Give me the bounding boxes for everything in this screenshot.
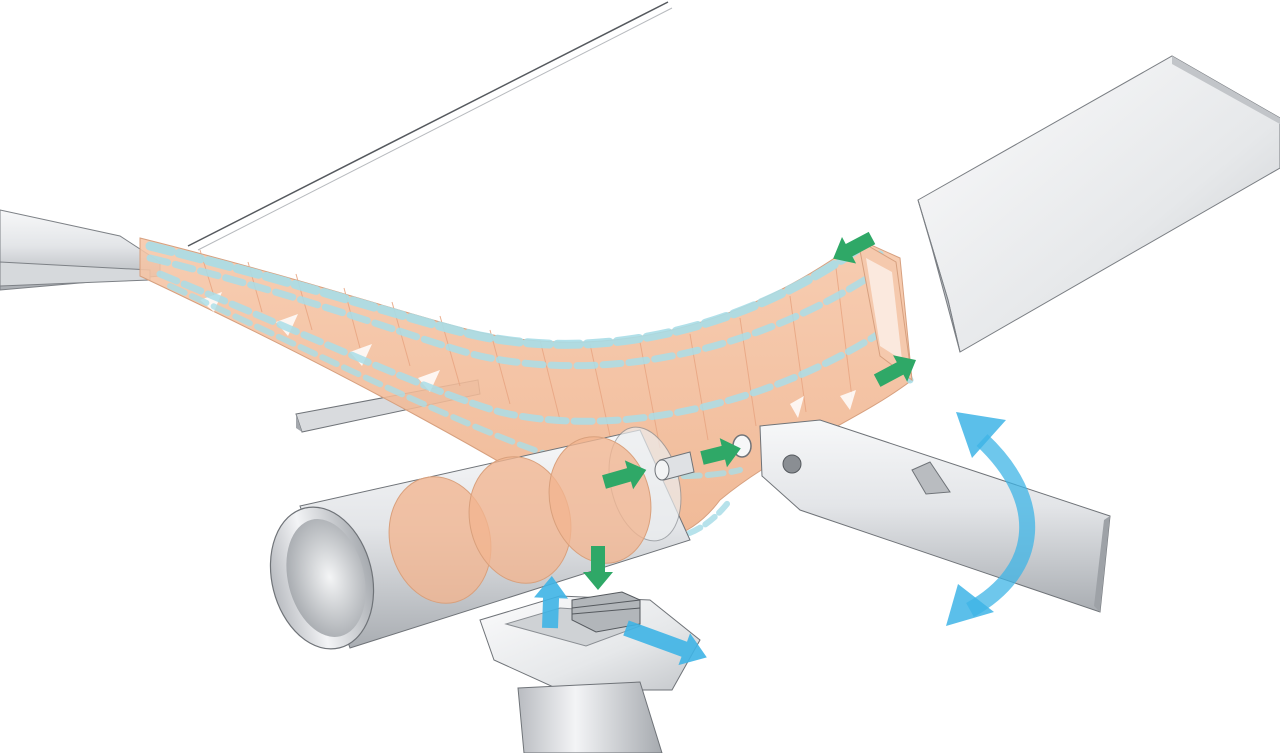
arrow-right-icon <box>873 355 916 387</box>
seat-stays <box>0 209 161 291</box>
top-tube <box>187 1 673 251</box>
seat-post <box>517 681 663 753</box>
layup-open-end <box>857 239 913 382</box>
head-tube-panel <box>917 55 1280 353</box>
arrow-right-icon <box>602 460 647 490</box>
force-arrows <box>534 576 707 666</box>
curved-double-arrow-icon <box>946 412 1035 626</box>
bottom-bracket-plies <box>388 436 652 604</box>
arrow-right-icon <box>833 231 876 264</box>
arrow-right-icon <box>623 620 707 666</box>
assembly-arrows <box>583 231 916 590</box>
arrow-up-icon <box>534 576 569 629</box>
clamp-block <box>479 591 701 691</box>
chain-stay <box>759 419 1111 613</box>
arrow-right-icon <box>700 438 741 468</box>
fiber-bands <box>145 241 914 542</box>
arrow-down-icon <box>583 546 613 590</box>
